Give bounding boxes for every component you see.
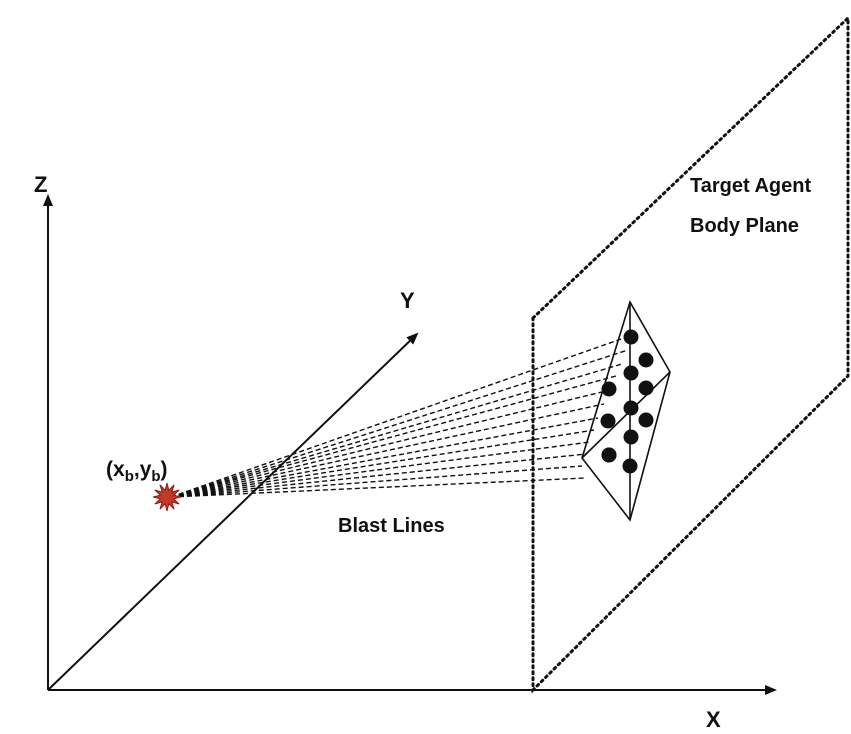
blast-line (170, 375, 617, 498)
blast-line (170, 453, 587, 498)
blast-lines-label: Blast Lines (338, 515, 445, 537)
blast-line (170, 337, 625, 498)
blast-line (170, 403, 605, 498)
x-axis-label: X (706, 707, 721, 732)
blast-line (170, 417, 599, 498)
filled-circle-icon (623, 329, 639, 345)
blast-lines-group (170, 337, 629, 498)
blast-line (170, 363, 623, 498)
blast-line (170, 349, 629, 498)
y-axis-label: Y (400, 288, 415, 313)
filled-circle-icon (638, 352, 654, 368)
origin-sub-1: b (125, 468, 134, 485)
target-body-plane (531, 14, 850, 694)
target-patch-cross (581, 371, 671, 459)
blast-origin-label: (xb,yb) (106, 458, 168, 485)
origin-sub-2: b (151, 468, 160, 485)
filled-circle-icon (623, 429, 639, 445)
filled-circle-icon (601, 447, 617, 463)
filled-circle-icon (638, 412, 654, 428)
blast-line (170, 465, 583, 498)
plane-label-line1: Target Agent (690, 175, 811, 197)
origin-comma: ,y (134, 458, 152, 481)
y-axis (47, 332, 419, 691)
filled-circle-icon (600, 413, 616, 429)
blast-line (170, 429, 595, 498)
filled-circle-icon (622, 458, 638, 474)
target-points-group (600, 329, 654, 474)
origin-close: ) (161, 458, 168, 481)
origin-open: (x (106, 458, 125, 481)
blast-line (170, 477, 587, 498)
z-axis-label: Z (34, 172, 47, 197)
plane-label-line2: Body Plane (690, 215, 799, 237)
filled-circle-icon (623, 365, 639, 381)
explosion-burst-icon (152, 482, 182, 512)
blast-line (170, 441, 591, 498)
filled-circle-icon (623, 400, 639, 416)
blast-line (170, 389, 611, 498)
filled-circle-icon (638, 380, 654, 396)
filled-circle-icon (601, 381, 617, 397)
